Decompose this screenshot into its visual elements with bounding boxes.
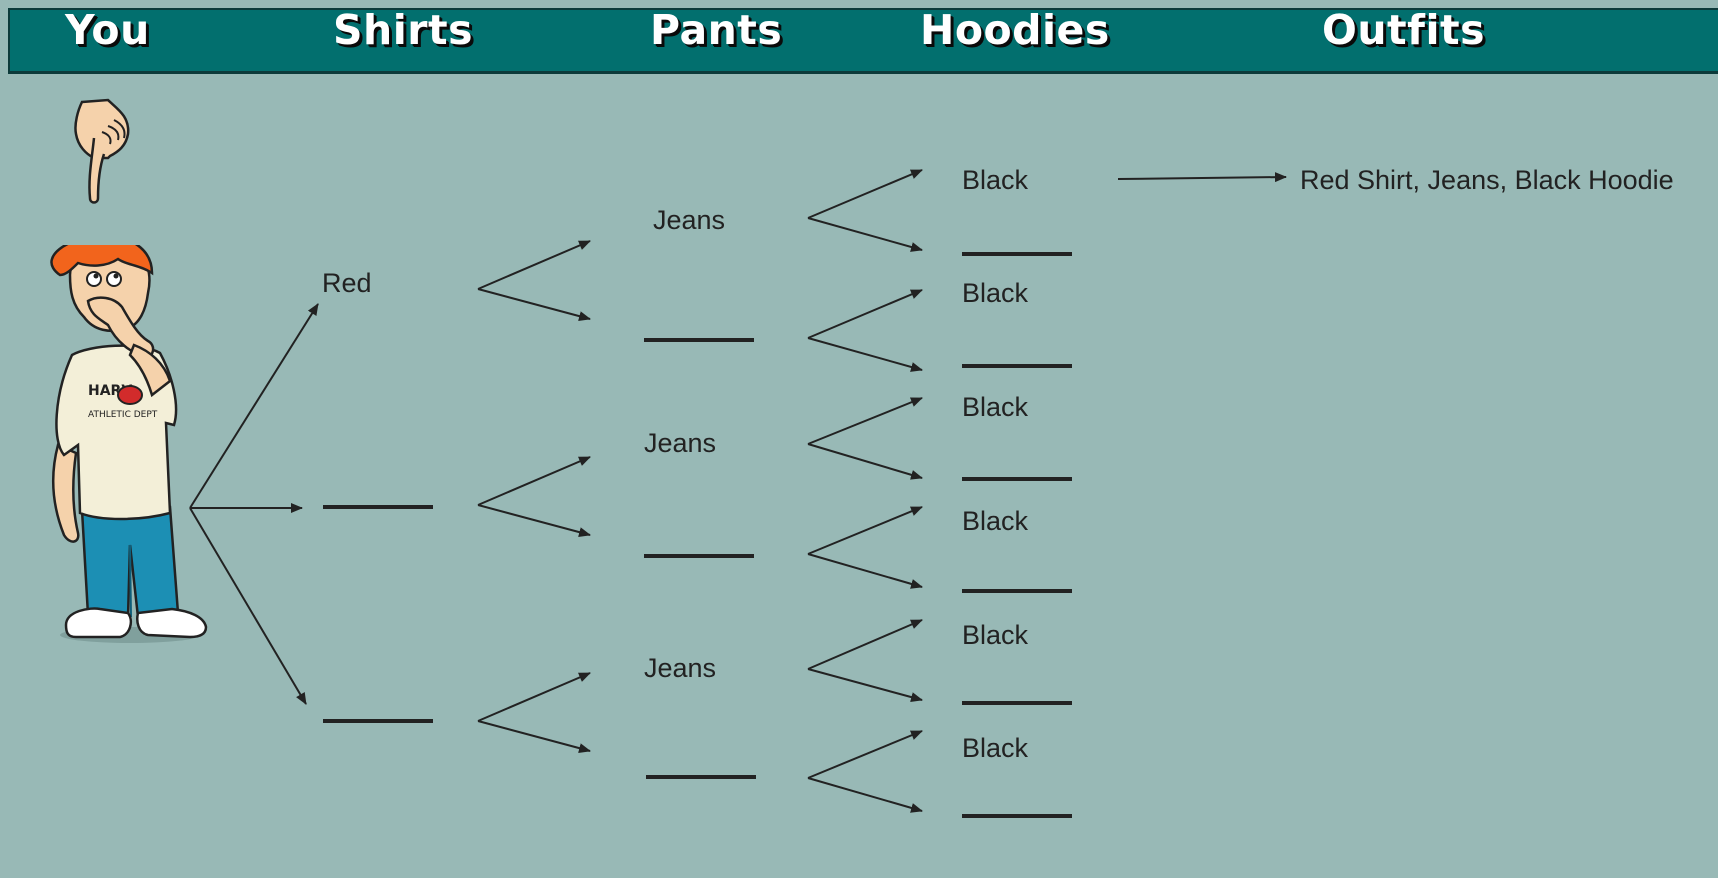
header-hoodies: Hoodies [920,6,1110,54]
shirt-blank-3 [323,719,433,723]
column-header-bar [8,8,1718,74]
thinking-boy-illustration: HARV ATHLETIC DEPT [50,245,208,643]
pants-blank-3 [646,775,756,779]
pointing-hand-icon [74,98,130,204]
hoodie-blank-2 [962,364,1072,368]
hoodie-blank-5 [962,701,1072,705]
hoodie-option-6: Black [962,733,1029,763]
outfit-1: Red Shirt, Jeans, Black Hoodie [1300,165,1674,195]
header-pants: Pants [650,6,783,54]
pants-blank-1 [644,338,754,342]
hoodie-blank-1 [962,252,1072,256]
svg-text:ATHLETIC DEPT: ATHLETIC DEPT [88,410,158,420]
pants-option-2: Jeans [644,428,717,458]
hoodie-blank-3 [962,477,1072,481]
hoodie-blank-6 [962,814,1072,818]
hoodie-option-3: Black [962,392,1029,422]
hoodie-option-4: Black [962,506,1029,536]
header-shirts: Shirts [333,6,473,54]
hoodie-option-1: Black [962,165,1029,195]
hoodie-option-5: Black [962,620,1029,650]
pants-blank-2 [644,554,754,558]
pants-option-3: Jeans [644,653,717,683]
shirt-option-1: Red [322,268,372,298]
header-outfits: Outfits [1322,6,1486,54]
hoodie-option-2: Black [962,278,1029,308]
hoodie-blank-4 [962,589,1072,593]
shirt-blank-2 [323,505,433,509]
header-you: You [65,6,150,54]
pants-option-1: Jeans [653,205,726,235]
